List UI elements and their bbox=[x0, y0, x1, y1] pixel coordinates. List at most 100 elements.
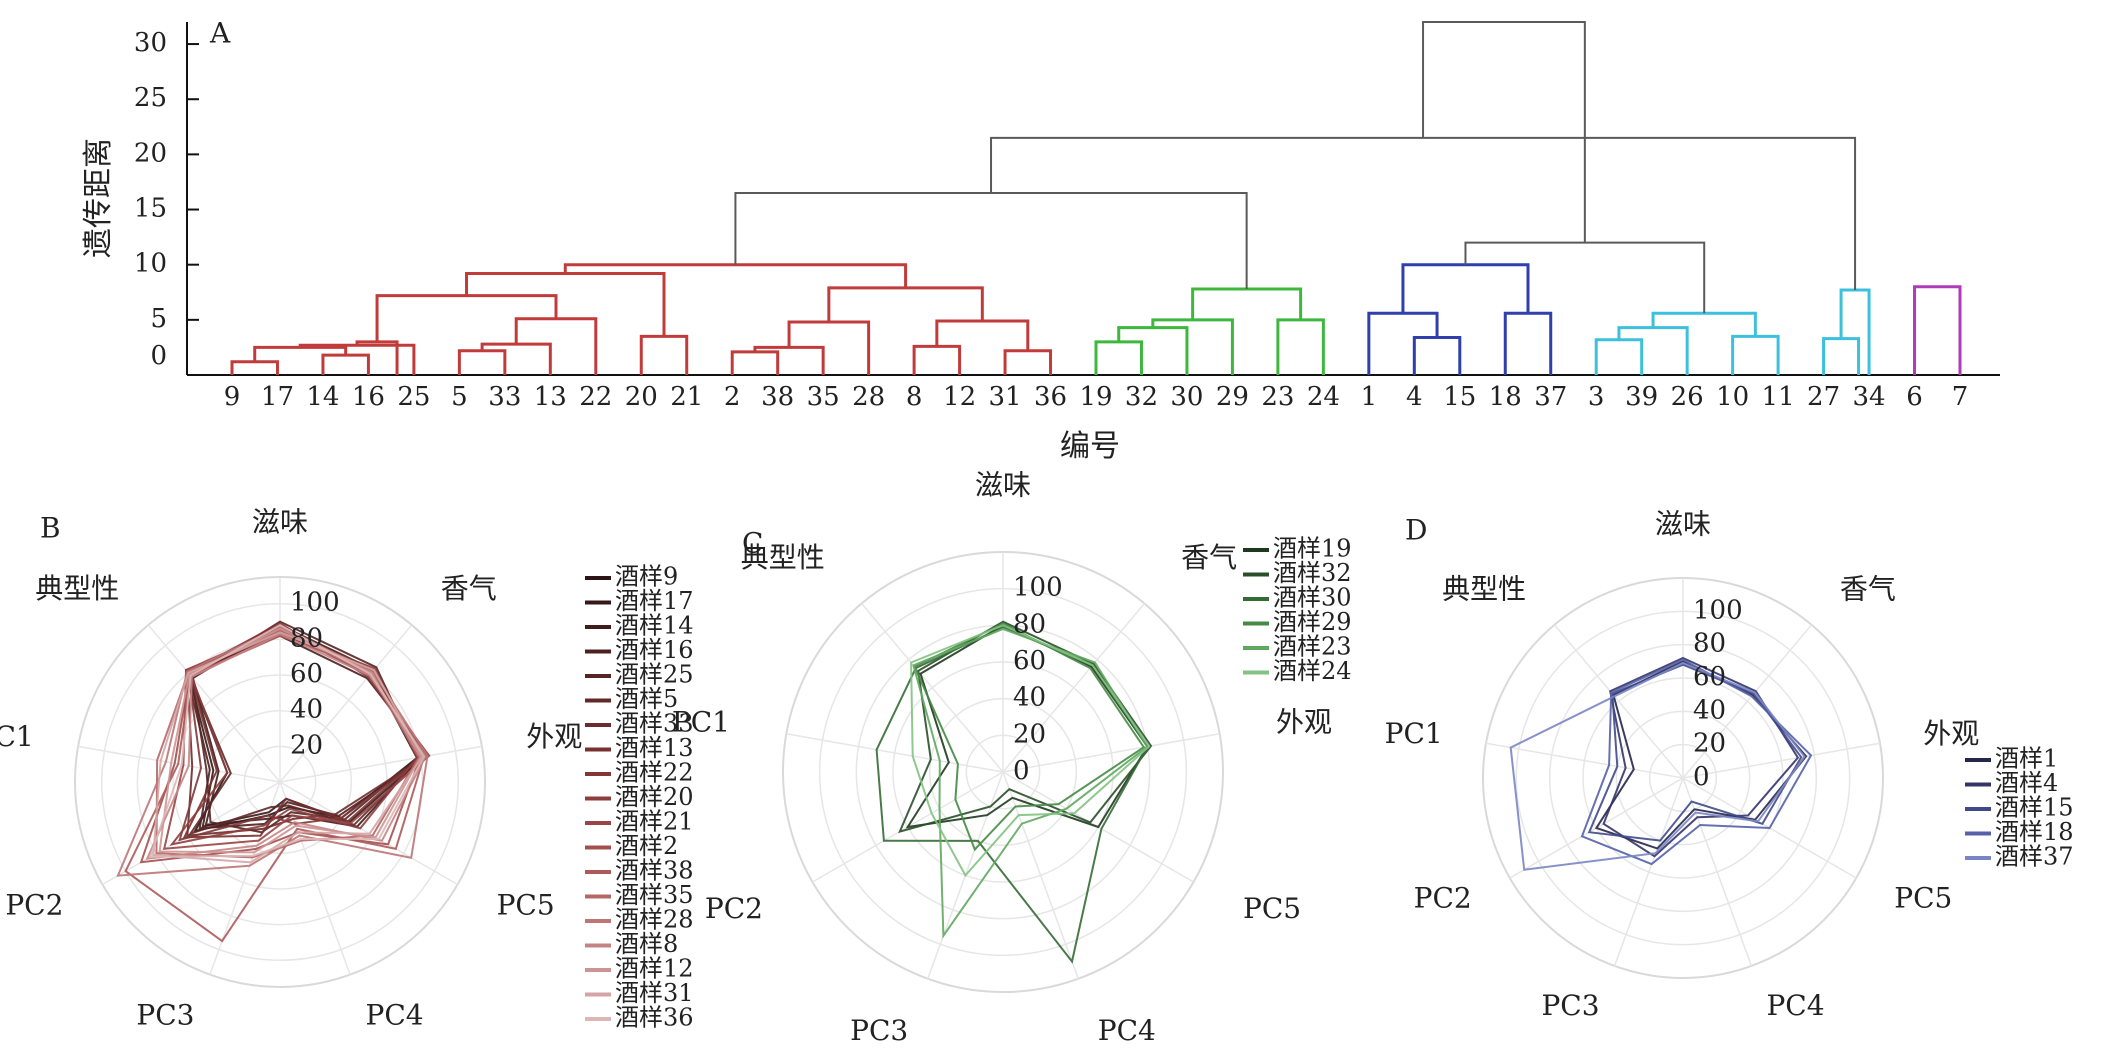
panel-label-d: D bbox=[1405, 514, 1427, 547]
radar-panel-d: D020406080100滋味香气外观PC5PC4PC3PC2PC1典型性酒样1… bbox=[1385, 508, 2074, 1022]
radar-series-酒样15 bbox=[1587, 663, 1803, 842]
y-tick-label-25: 25 bbox=[134, 83, 167, 113]
leaf-label-39: 39 bbox=[1625, 382, 1658, 412]
dendrogram-link-30 bbox=[1617, 326, 1689, 375]
y-tick-label-30: 30 bbox=[134, 28, 167, 58]
leaf-label-12: 12 bbox=[943, 382, 976, 412]
radar-spoke-2 bbox=[279, 745, 483, 783]
radar-axis-label-PC3: PC3 bbox=[850, 1014, 908, 1047]
legend-label-酒样28: 酒样28 bbox=[615, 906, 694, 934]
leaf-label-2: 2 bbox=[724, 382, 741, 412]
legend-label-酒样2: 酒样2 bbox=[615, 832, 678, 860]
radar-axis-label-PC5: PC5 bbox=[1894, 882, 1952, 915]
dendrogram-link-9 bbox=[639, 334, 689, 375]
radar-axis-label-PC1: PC1 bbox=[0, 720, 34, 753]
dendrogram-link-27 bbox=[1503, 311, 1553, 375]
radar-axis-label-PC1: PC1 bbox=[672, 705, 730, 738]
radar-axis-label-典型性: 典型性 bbox=[1442, 573, 1526, 606]
radial-tick-label-20: 20 bbox=[290, 730, 323, 760]
dendrogram-link-28 bbox=[1401, 263, 1530, 314]
radar-axis-label-香气: 香气 bbox=[1181, 541, 1237, 574]
dendrogram-link-20 bbox=[1117, 326, 1189, 375]
y-tick-label-15: 15 bbox=[134, 194, 167, 224]
radar-axis-label-PC4: PC4 bbox=[1766, 989, 1824, 1022]
dendrogram-link-29 bbox=[1594, 338, 1644, 375]
legend-label-酒样23: 酒样23 bbox=[1273, 633, 1352, 661]
leaf-label-11: 11 bbox=[1762, 382, 1795, 412]
dendrogram-link-6 bbox=[480, 342, 552, 375]
leaf-label-18: 18 bbox=[1489, 382, 1522, 412]
radar-axis-label-PC2: PC2 bbox=[5, 889, 63, 922]
legend-label-酒样35: 酒样35 bbox=[615, 881, 694, 909]
radial-tick-label-60: 60 bbox=[290, 659, 323, 689]
radial-tick-label-0: 0 bbox=[1693, 762, 1710, 792]
radar-series-酒样24 bbox=[910, 624, 1151, 878]
radar-axis-label-PC3: PC3 bbox=[136, 999, 194, 1032]
panel-label-c: C bbox=[742, 527, 763, 560]
radar-axis-label-典型性: 典型性 bbox=[35, 572, 119, 605]
legend-label-酒样37: 酒样37 bbox=[1995, 843, 2074, 871]
dendrogram-link-10 bbox=[465, 272, 666, 337]
dendrogram-link-35 bbox=[1464, 241, 1706, 314]
legend-label-酒样19: 酒样19 bbox=[1273, 535, 1352, 563]
radial-tick-label-80: 80 bbox=[290, 623, 323, 653]
y-tick-label-5: 5 bbox=[150, 304, 167, 334]
dendrogram-link-17 bbox=[827, 286, 984, 323]
dendrogram-link-37 bbox=[1913, 285, 1962, 375]
radial-tick-label-40: 40 bbox=[290, 695, 323, 725]
radar-axis-label-PC4: PC4 bbox=[1098, 1014, 1156, 1047]
legend-label-酒样15: 酒样15 bbox=[1995, 794, 2074, 822]
radial-tick-label-80: 80 bbox=[1693, 629, 1726, 659]
legend-label-酒样21: 酒样21 bbox=[615, 808, 694, 836]
legend-label-酒样14: 酒样14 bbox=[615, 612, 694, 640]
radar-spoke-4 bbox=[279, 781, 351, 975]
radar-axis-label-滋味: 滋味 bbox=[252, 505, 308, 538]
leaf-label-20: 20 bbox=[625, 382, 658, 412]
y-tick-label-0: 0 bbox=[150, 341, 167, 371]
radial-tick-label-20: 20 bbox=[1693, 729, 1726, 759]
leaf-label-27: 27 bbox=[1807, 382, 1840, 412]
dendrogram-link-7 bbox=[514, 317, 598, 375]
leaf-label-21: 21 bbox=[670, 382, 703, 412]
leaf-label-22: 22 bbox=[579, 382, 612, 412]
dendrogram-link-21 bbox=[1151, 318, 1234, 375]
radial-tick-label-0: 0 bbox=[1013, 756, 1030, 786]
leaf-label-8: 8 bbox=[906, 382, 923, 412]
legend-label-酒样38: 酒样38 bbox=[615, 857, 694, 885]
panel-label-b: B bbox=[40, 512, 61, 545]
radar-axis-label-PC2: PC2 bbox=[1414, 882, 1472, 915]
radar-spoke-2 bbox=[1682, 742, 1881, 779]
leaf-label-29: 29 bbox=[1216, 382, 1249, 412]
radial-tick-label-40: 40 bbox=[1013, 683, 1046, 713]
leaf-label-30: 30 bbox=[1170, 382, 1203, 412]
leaf-label-36: 36 bbox=[1034, 382, 1067, 412]
radar-spoke-8 bbox=[147, 624, 281, 783]
radar-spoke-7 bbox=[786, 733, 1004, 773]
legend-label-酒样24: 酒样24 bbox=[1273, 657, 1352, 685]
dendrogram-link-11 bbox=[730, 350, 780, 375]
legend-label-酒样5: 酒样5 bbox=[615, 685, 678, 713]
dendrogram-link-19 bbox=[1094, 340, 1143, 375]
x-axis-title: 编号 bbox=[1060, 429, 1120, 464]
radar-axis-label-PC1: PC1 bbox=[1385, 717, 1443, 750]
leaf-label-28: 28 bbox=[852, 382, 885, 412]
leaf-label-38: 38 bbox=[761, 382, 794, 412]
dendrogram-link-25 bbox=[1412, 335, 1462, 375]
radar-axis-label-PC5: PC5 bbox=[1243, 892, 1301, 925]
legend-label-酒样30: 酒样30 bbox=[1273, 584, 1352, 612]
legend-label-酒样1: 酒样1 bbox=[1995, 745, 2058, 773]
legend-label-酒样18: 酒样18 bbox=[1995, 818, 2074, 846]
radar-panel-b: B20406080100滋味香气外观PC5PC4PC3PC2PC1典型性酒样9酒… bbox=[0, 505, 694, 1031]
leaf-label-25: 25 bbox=[397, 382, 430, 412]
dendrogram-link-31 bbox=[1731, 334, 1780, 375]
legend-label-酒样22: 酒样22 bbox=[615, 759, 694, 787]
dendrogram-link-3 bbox=[298, 343, 416, 375]
radar-spoke-1 bbox=[279, 624, 413, 783]
dendrogram-link-22 bbox=[1276, 318, 1325, 375]
panel-label-a: A bbox=[209, 17, 231, 50]
leaf-label-33: 33 bbox=[488, 382, 521, 412]
legend-label-酒样13: 酒样13 bbox=[615, 734, 694, 762]
radar-axis-label-外观: 外观 bbox=[1923, 717, 1979, 750]
